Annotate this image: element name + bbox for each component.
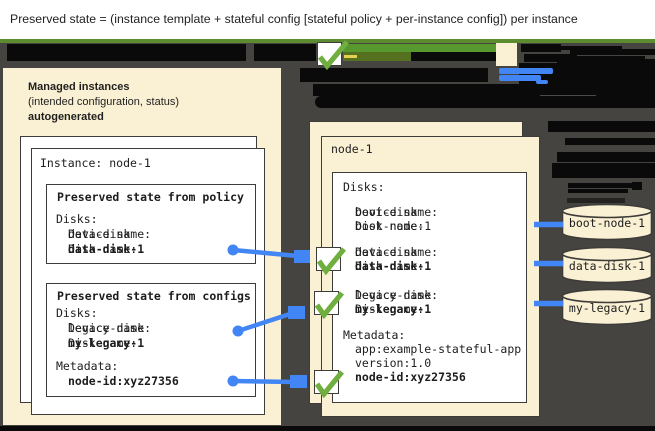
disk-cylinder-boot: boot-node-1	[561, 203, 653, 243]
redacted-bar	[632, 182, 642, 190]
configs-metadata-label: Metadata:	[56, 359, 119, 373]
cream-square	[496, 43, 517, 66]
policy-box	[46, 184, 256, 264]
bottom-strip	[0, 426, 655, 431]
blue-bar	[536, 80, 548, 84]
instance-card-title: Instance: node-1	[40, 156, 151, 170]
blue-bar	[499, 68, 553, 74]
redacted-bar	[568, 183, 632, 188]
managed-panel-subtitle: (intended configuration, status)	[28, 96, 180, 108]
checkbox-node-id	[314, 370, 345, 399]
disk-cylinder-data: data-disk-1	[561, 246, 653, 286]
check-icon	[314, 370, 345, 399]
green-bar	[343, 44, 497, 52]
redacted-bar	[313, 84, 523, 96]
disk-icon	[561, 288, 653, 326]
redacted-bar	[552, 163, 655, 178]
redacted-bar	[557, 59, 655, 63]
arrowhead-data-disk	[294, 250, 310, 263]
check-icon	[314, 291, 345, 320]
vm-metadata-label: Metadata:	[343, 328, 406, 342]
redacted-bar	[560, 46, 622, 50]
arrowhead-node-id	[290, 375, 307, 388]
checkbox-legacy-disk	[314, 291, 345, 320]
redacted-bar	[524, 54, 577, 62]
redacted-bar	[577, 56, 645, 60]
disk-label: my-legacy-1	[568, 301, 646, 315]
vm-metadata-line1: app:example-stateful-app	[355, 342, 522, 356]
formula-text: Preserved state = (instance template + s…	[10, 12, 578, 26]
vm-panel-title: node-1	[331, 142, 373, 156]
redacted-bar	[567, 198, 625, 203]
redacted-bar	[568, 189, 628, 193]
disk-label: boot-node-1	[568, 216, 646, 230]
disk-label: data-disk-1	[568, 259, 646, 273]
disk-icon	[561, 203, 653, 241]
redacted-bar	[565, 138, 655, 145]
redacted-bar	[570, 49, 655, 55]
vm-metadata-line2: version:1.0	[355, 356, 432, 370]
configs-box-title: Preserved state from configs	[57, 289, 251, 303]
arrowhead-legacy-disk	[288, 306, 305, 319]
redacted-bar	[521, 44, 561, 52]
managed-panel-title: Managed instances	[28, 81, 130, 93]
check-icon	[317, 40, 349, 71]
disk-icon	[561, 246, 653, 284]
redacted-bar	[315, 96, 601, 108]
vm-disks-label: Disks:	[343, 180, 385, 194]
disk-cylinder-legacy: my-legacy-1	[561, 288, 653, 328]
banner-divider	[0, 39, 655, 43]
redacted-bar	[411, 52, 497, 61]
yellow-dash	[344, 55, 357, 58]
managed-panel-badge: autogenerated	[28, 111, 104, 123]
blue-bar	[499, 75, 541, 81]
check-icon	[316, 247, 347, 276]
redacted-bar	[300, 68, 488, 82]
formula-banner: Preserved state = (instance template + s…	[0, 0, 655, 39]
checkbox-top	[317, 40, 349, 71]
configs-box	[46, 283, 256, 397]
checkbox-data-disk	[316, 247, 347, 276]
vm-disks-box	[332, 172, 527, 403]
configs-disks-label: Disks:	[56, 306, 98, 320]
redacted-bar	[548, 121, 655, 132]
redacted-bar	[254, 44, 316, 61]
olive-bar	[343, 52, 411, 61]
redacted-bar	[557, 152, 655, 162]
policy-box-title: Preserved state from policy	[57, 190, 244, 204]
redacted-bar	[7, 44, 246, 61]
policy-disks-label: Disks:	[56, 212, 98, 226]
